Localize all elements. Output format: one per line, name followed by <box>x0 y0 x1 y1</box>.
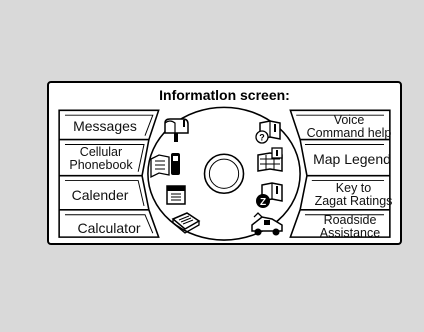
information-screen: Informatlon screen: Messages Cellular Ph… <box>47 81 402 245</box>
zagat-button[interactable]: Key to Zagat Ratings <box>311 178 396 213</box>
messages-label: Messages <box>73 118 137 134</box>
map-legend-button[interactable]: Map Legend <box>306 141 396 178</box>
calender-button[interactable]: Calender <box>57 178 147 213</box>
calculator-icon[interactable] <box>169 209 203 235</box>
zagat-label-line2: Zagat Ratings <box>314 194 393 208</box>
phone-icon[interactable] <box>147 149 187 179</box>
mailbox-icon[interactable] <box>161 117 191 143</box>
phonebook-button[interactable]: Cellular Phonebook <box>57 141 147 178</box>
voice-help-button[interactable]: Voice Command help <box>296 111 396 141</box>
map-legend-label: Map Legend <box>313 151 391 167</box>
voice-help-label-line2: Command help <box>306 126 392 140</box>
center-knob-icon <box>203 153 245 195</box>
calendar-icon[interactable] <box>163 183 189 207</box>
roadside-label-line1: Roadside <box>323 213 377 227</box>
phonebook-label-line1: Cellular <box>79 145 123 159</box>
messages-button[interactable]: Messages <box>57 111 157 141</box>
voice-help-label-line1: Voice <box>333 113 365 127</box>
svg-text:?: ? <box>259 133 265 143</box>
calculator-button[interactable]: Calculator <box>57 213 157 241</box>
phonebook-label-line2: Phonebook <box>69 158 133 172</box>
help-book-icon[interactable]: ? <box>254 117 284 145</box>
map-book-icon[interactable] <box>254 147 288 175</box>
tow-truck-icon[interactable] <box>248 211 286 237</box>
screen-frame <box>58 106 391 241</box>
roadside-label-line2: Assistance <box>319 226 381 240</box>
calender-label: Calender <box>71 187 129 203</box>
svg-text:Z: Z <box>260 197 266 208</box>
zagat-label-line1: Key to <box>335 181 372 195</box>
zagat-book-icon[interactable]: Z <box>254 179 286 209</box>
screen-title: Informatlon screen: <box>159 87 290 103</box>
roadside-button[interactable]: Roadside Assistance <box>299 213 396 241</box>
calculator-label: Calculator <box>77 220 141 236</box>
